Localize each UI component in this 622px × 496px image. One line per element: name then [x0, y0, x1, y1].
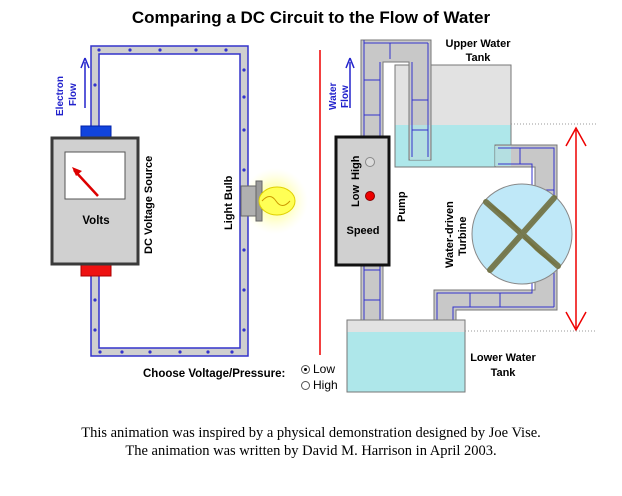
upper-tank-label-1: Upper Water — [446, 38, 512, 50]
choose-voltage-label: Choose Voltage/Pressure: — [143, 368, 286, 380]
pump — [334, 135, 391, 267]
electron-flow-label-1: Electron — [55, 76, 66, 116]
pump-label: Pump — [396, 191, 408, 222]
radio-high[interactable] — [301, 380, 310, 390]
radio-low[interactable] — [301, 364, 310, 374]
lower-tank-label-2: Tank — [491, 367, 517, 379]
dc-circuit: Electron Flow Volts DC Voltage Source Li… — [50, 45, 308, 357]
upper-tank-label-2: Tank — [466, 52, 492, 64]
low-indicator-light — [365, 191, 375, 201]
positive-terminal — [80, 125, 112, 139]
option-low-label: Low — [313, 362, 336, 376]
turbine-label-1: Water-driven — [444, 201, 456, 268]
upper-water-tank — [394, 64, 512, 168]
electron-flow-arrow — [80, 57, 90, 108]
high-indicator-light — [365, 157, 375, 167]
lower-tank-label-1: Lower Water — [470, 352, 536, 364]
dc-source-label: DC Voltage Source — [143, 156, 155, 254]
voltmeter-label: Volts — [82, 215, 109, 227]
turbine-label-2: Turbine — [457, 216, 469, 256]
height-difference-arrow — [565, 126, 587, 332]
water-flow-arrow — [345, 57, 355, 108]
water-flow-label-1: Water — [328, 82, 339, 110]
lower-tank-air — [347, 320, 465, 332]
lower-water-tank — [346, 319, 466, 393]
credits-line-2: The animation was written by David M. Ha… — [125, 443, 497, 459]
water-system: Water Flow Upper Water Tank — [319, 38, 596, 393]
light-bulb-icon — [240, 168, 308, 234]
negative-terminal — [80, 263, 112, 277]
pump-speed-high: High — [350, 155, 362, 180]
page-title: Comparing a DC Circuit to the Flow of Wa… — [131, 8, 491, 27]
pump-speed-low: Low — [350, 185, 362, 207]
pump-speed-label: Speed — [346, 225, 379, 237]
option-low[interactable]: Low — [301, 362, 335, 376]
credits: This animation was inspired by a physica… — [0, 424, 622, 460]
turbine-icon — [471, 183, 573, 285]
water-flow-label-2: Flow — [340, 85, 351, 108]
electron-flow-label-2: Flow — [68, 83, 79, 106]
option-high-label: High — [313, 378, 338, 392]
electrons — [93, 48, 246, 354]
credits-line-1: This animation was inspired by a physica… — [81, 425, 541, 441]
light-bulb-label: Light Bulb — [223, 175, 235, 230]
option-high[interactable]: High — [301, 378, 338, 392]
